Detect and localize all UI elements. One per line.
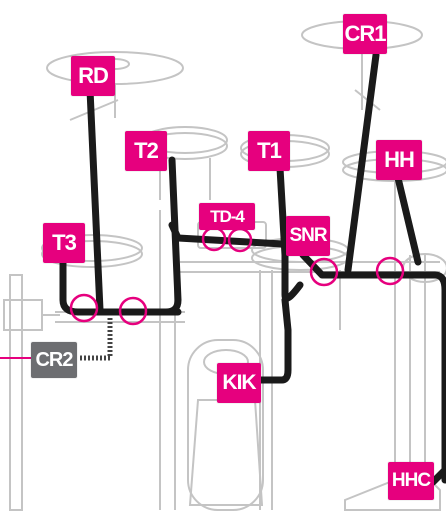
label-t3: T3 bbox=[43, 223, 85, 263]
label-t1: T1 bbox=[248, 131, 290, 171]
label-hh: HH bbox=[376, 140, 422, 180]
label-snr: SNR bbox=[286, 216, 330, 256]
label-hhc: HHC bbox=[388, 462, 434, 500]
pad-t3-shape bbox=[41, 234, 143, 262]
pad-kik-shape bbox=[187, 339, 264, 511]
cable-kik bbox=[254, 296, 292, 384]
cable-clip-1 bbox=[69, 293, 99, 323]
label-rd: RD bbox=[71, 56, 115, 96]
cable-clip-6 bbox=[375, 256, 405, 286]
cable-cr2 bbox=[80, 318, 113, 361]
cable-clip-5 bbox=[309, 257, 339, 287]
cable-hhc bbox=[429, 466, 446, 486]
label-td4: TD-4 bbox=[199, 203, 255, 230]
label-cr2: CR2 bbox=[31, 342, 77, 378]
cable-rd bbox=[86, 86, 104, 314]
cable-snr bbox=[299, 251, 446, 484]
cable-t2 bbox=[96, 156, 182, 316]
label-t2: T2 bbox=[125, 131, 167, 171]
cable-clip-2 bbox=[118, 296, 148, 326]
label-cr1: CR1 bbox=[343, 14, 387, 54]
label-kik: KIK bbox=[217, 363, 261, 403]
cable-cr1 bbox=[344, 51, 380, 274]
cable-t3 bbox=[59, 251, 182, 316]
cable-t2-to-module bbox=[168, 221, 304, 249]
cable-hh bbox=[394, 174, 422, 266]
